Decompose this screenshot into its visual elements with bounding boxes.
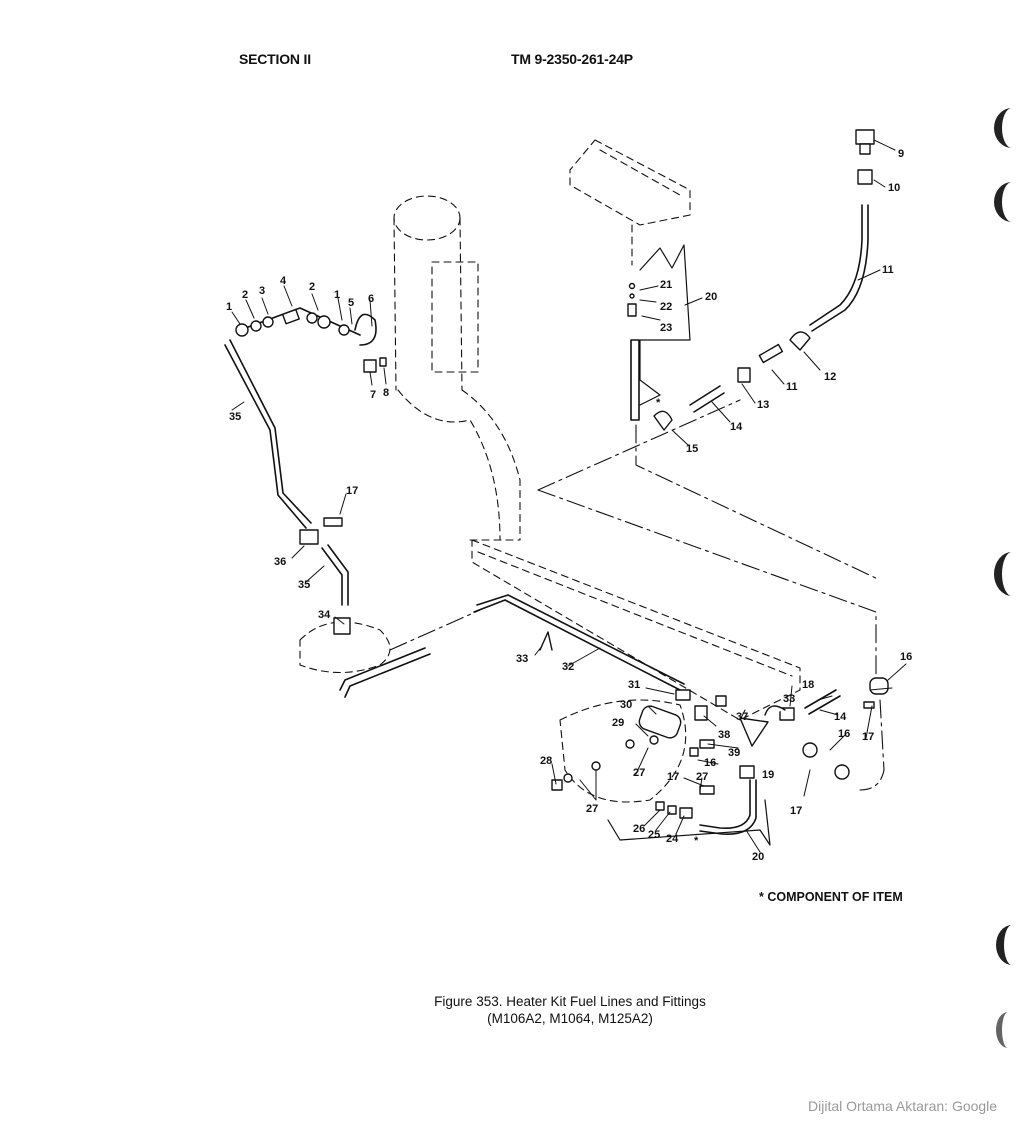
callout-13: 13 bbox=[757, 399, 769, 411]
callout-8: 8 bbox=[383, 387, 389, 399]
callout-2a: 2 bbox=[242, 289, 248, 301]
callout-23: 23 bbox=[660, 322, 672, 334]
cutaway-lines bbox=[607, 244, 771, 846]
callout-27a: 27 bbox=[633, 767, 645, 779]
callout-19: 19 bbox=[762, 769, 774, 781]
callout-1a: 1 bbox=[226, 301, 232, 313]
reference-lines bbox=[389, 399, 885, 791]
callout-38: 38 bbox=[718, 729, 730, 741]
callout-14b: 14 bbox=[834, 711, 847, 723]
callout-36: 36 bbox=[274, 556, 286, 568]
callout-35a: 35 bbox=[229, 411, 241, 423]
callout-14a: 14 bbox=[730, 421, 743, 433]
figure-caption: Figure 353. Heater Kit Fuel Lines and Fi… bbox=[380, 993, 760, 1027]
tm-number: TM 9-2350-261-24P bbox=[511, 51, 633, 67]
callout-15: 15 bbox=[686, 443, 698, 455]
callout-17d: 17 bbox=[667, 771, 679, 783]
callout-2b: 2 bbox=[309, 281, 315, 293]
callout-29: 29 bbox=[612, 717, 624, 729]
digitizer-watermark: Dijital Ortama Aktaran: Google bbox=[808, 1098, 998, 1114]
callout-27b: 27 bbox=[586, 803, 598, 815]
section-label: SECTION II bbox=[239, 51, 311, 67]
callout-33b: 33 bbox=[783, 693, 795, 705]
callout-labels: 1 2 3 4 2 1 5 6 7 8 9 10 11 11 12 13 14 … bbox=[226, 148, 912, 863]
component-asterisk-b: * bbox=[694, 835, 699, 847]
callout-16a: 16 bbox=[900, 651, 912, 663]
callout-3: 3 bbox=[259, 285, 265, 297]
callout-24: 24 bbox=[666, 833, 679, 845]
callout-17b: 17 bbox=[862, 731, 874, 743]
callout-20b: 20 bbox=[752, 851, 764, 863]
callout-17c: 17 bbox=[790, 805, 802, 817]
callout-25: 25 bbox=[648, 829, 660, 841]
callout-20a: 20 bbox=[705, 291, 717, 303]
binder-holes bbox=[994, 108, 1012, 1048]
callout-11b: 11 bbox=[786, 381, 798, 393]
callout-34: 34 bbox=[318, 609, 331, 621]
callout-37: 37 bbox=[736, 711, 748, 723]
callout-33a: 33 bbox=[516, 653, 528, 665]
callout-6: 6 bbox=[368, 293, 374, 305]
fuel-lines bbox=[224, 204, 869, 835]
callout-10: 10 bbox=[888, 182, 900, 194]
callout-16c: 16 bbox=[704, 757, 716, 769]
callout-22: 22 bbox=[660, 301, 672, 313]
callout-21: 21 bbox=[660, 279, 672, 291]
callout-39: 39 bbox=[728, 747, 740, 759]
callout-32: 32 bbox=[562, 661, 574, 673]
component-asterisk-a: * bbox=[656, 397, 661, 409]
callout-5: 5 bbox=[348, 297, 354, 309]
leader-lines bbox=[231, 139, 907, 853]
callout-31: 31 bbox=[628, 679, 640, 691]
callout-12: 12 bbox=[824, 371, 836, 383]
housing-outline bbox=[299, 139, 801, 803]
callout-28: 28 bbox=[540, 755, 552, 767]
callout-9: 9 bbox=[898, 148, 904, 160]
caption-title: Figure 353. Heater Kit Fuel Lines and Fi… bbox=[434, 994, 706, 1009]
component-note: * COMPONENT OF ITEM bbox=[759, 890, 903, 904]
callout-7: 7 bbox=[370, 389, 376, 401]
callout-11a: 11 bbox=[882, 264, 894, 276]
callout-1b: 1 bbox=[334, 289, 340, 301]
caption-models: (M106A2, M1064, M125A2) bbox=[487, 1011, 653, 1026]
callout-18: 18 bbox=[802, 679, 814, 691]
fittings bbox=[235, 129, 889, 819]
callout-27c: 27 bbox=[696, 771, 708, 783]
callout-4: 4 bbox=[280, 275, 287, 287]
callout-30: 30 bbox=[620, 699, 632, 711]
callout-17a: 17 bbox=[346, 485, 358, 497]
callout-35b: 35 bbox=[298, 579, 310, 591]
callout-26: 26 bbox=[633, 823, 645, 835]
callout-16b: 16 bbox=[838, 728, 850, 740]
